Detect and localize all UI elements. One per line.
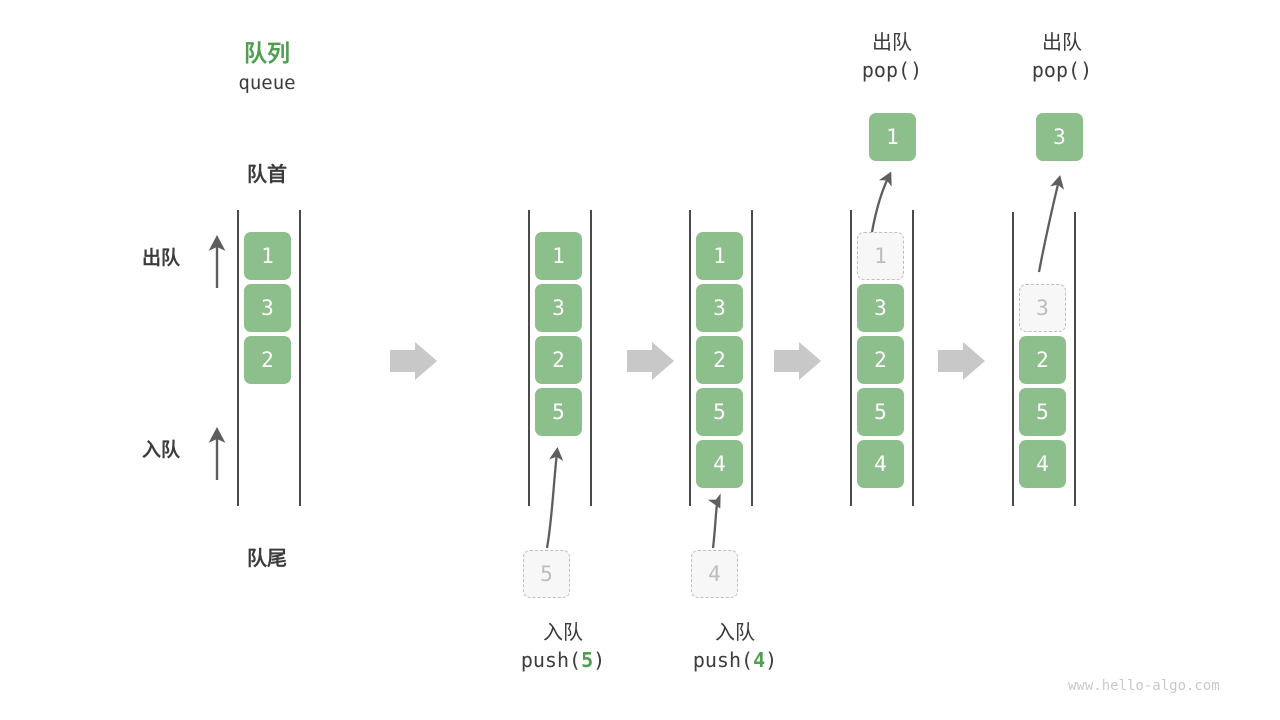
caption-push-4-code: push(4) [645, 647, 825, 674]
queue-rail-left-stage-1 [528, 210, 530, 506]
caption-pop-3-cn: 出队 [1042, 32, 1082, 54]
diagram-title-en: queue [238, 72, 296, 94]
pop-motion-arrow-s3 [870, 171, 892, 233]
queue-rail-left-stage-2 [689, 210, 691, 506]
caption-push-4-suffix: ) [765, 648, 778, 672]
caption-pop-1-suffix: ) [910, 58, 923, 82]
vacated-slot-s3: 1 [857, 232, 904, 280]
caption-pop-1-code: pop() [802, 57, 982, 84]
caption-push-4-arg: 4 [753, 648, 766, 672]
queue-element-s2-0: 1 [696, 232, 743, 280]
caption-push-5-prefix: push( [520, 648, 582, 672]
caption-push-5-suffix: ) [593, 648, 606, 672]
caption-pop-3-prefix: pop( [1031, 58, 1081, 82]
caption-pop-1: 出队 pop() [802, 30, 982, 84]
queue-element-s4-1: 5 [1019, 388, 1066, 436]
diagram-title-cn: 队列 [244, 40, 290, 66]
caption-pop-3-code: pop() [972, 57, 1152, 84]
incoming-element-s1: 5 [523, 550, 570, 598]
caption-pop-1-prefix: pop( [861, 58, 911, 82]
queue-tail-label: 队尾 [247, 548, 287, 570]
queue-element-s1-2: 2 [535, 336, 582, 384]
queue-element-s2-3: 5 [696, 388, 743, 436]
caption-push-5-arg: 5 [581, 648, 594, 672]
incoming-element-s2: 4 [691, 550, 738, 598]
caption-pop-1-cn: 出队 [872, 32, 912, 54]
popped-element-s3: 1 [869, 113, 916, 161]
queue-element-s3-2: 5 [857, 388, 904, 436]
queue-rail-left-stage-3 [850, 210, 852, 506]
caption-push-5: 入队 push(5) [473, 620, 653, 674]
queue-element-s1-3: 5 [535, 388, 582, 436]
queue-element-s3-3: 4 [857, 440, 904, 488]
queue-head-label: 队首 [247, 164, 287, 186]
watermark: www.hello-algo.com [1068, 678, 1220, 694]
flow-arrow-1 [627, 342, 674, 380]
queue-element-s4-2: 4 [1019, 440, 1066, 488]
queue-element-s0-0: 1 [244, 232, 291, 280]
flow-arrow-3 [938, 342, 985, 380]
queue-element-s1-1: 3 [535, 284, 582, 332]
pop-motion-arrow-s4 [1037, 175, 1065, 273]
vacated-slot-s4: 3 [1019, 284, 1066, 332]
flow-arrow-0 [390, 342, 437, 380]
caption-push-5-cn: 入队 [543, 622, 583, 644]
queue-element-s0-2: 2 [244, 336, 291, 384]
popped-element-s4: 3 [1036, 113, 1083, 161]
queue-rail-right-stage-1 [590, 210, 592, 506]
caption-push-4-cn: 入队 [715, 622, 755, 644]
queue-element-s2-2: 2 [696, 336, 743, 384]
queue-element-s2-4: 4 [696, 440, 743, 488]
caption-push-4-prefix: push( [692, 648, 754, 672]
queue-rail-right-stage-3 [912, 210, 914, 506]
queue-rail-right-stage-4 [1074, 212, 1076, 506]
caption-pop-3-suffix: ) [1080, 58, 1093, 82]
flow-arrow-2 [774, 342, 821, 380]
queue-rail-right-stage-0 [299, 210, 301, 506]
queue-element-s0-1: 3 [244, 284, 291, 332]
caption-pop-3: 出队 pop() [972, 30, 1152, 84]
queue-rail-right-stage-2 [751, 210, 753, 506]
caption-push-5-code: push(5) [473, 647, 653, 674]
dequeue-direction-label: 出队 [141, 248, 180, 269]
queue-element-s2-1: 3 [696, 284, 743, 332]
caption-push-4: 入队 push(4) [645, 620, 825, 674]
queue-element-s3-0: 3 [857, 284, 904, 332]
enqueue-direction-label: 入队 [141, 440, 180, 461]
queue-rail-left-stage-0 [237, 210, 239, 506]
push-motion-arrow-s1 [545, 446, 564, 549]
queue-rail-left-stage-4 [1012, 212, 1014, 506]
queue-element-s4-0: 2 [1019, 336, 1066, 384]
push-motion-arrow-s2 [707, 493, 721, 549]
queue-element-s3-1: 2 [857, 336, 904, 384]
queue-element-s1-0: 1 [535, 232, 582, 280]
